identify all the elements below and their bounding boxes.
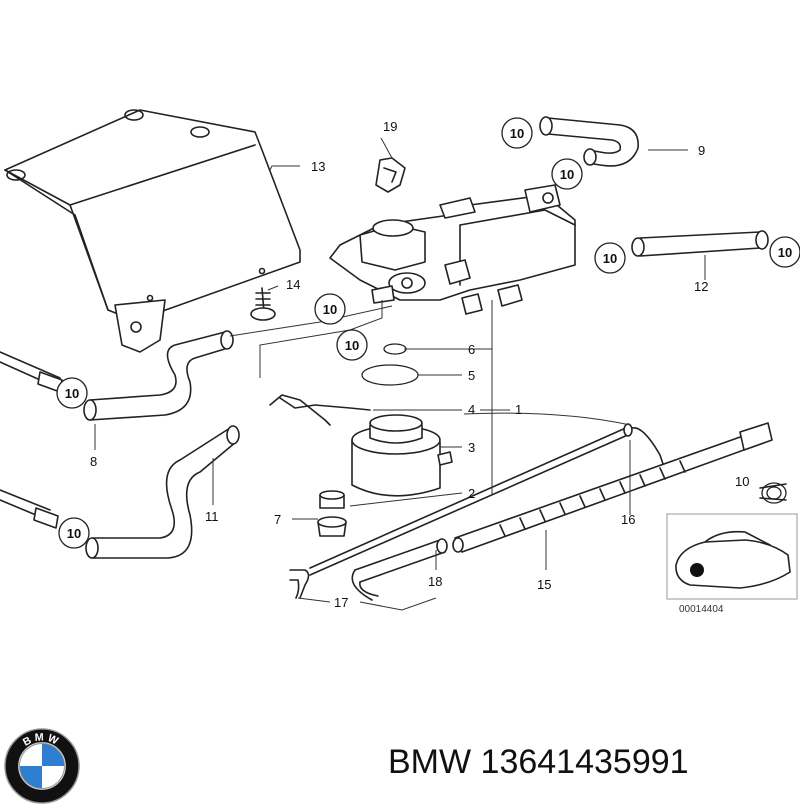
hose-17 bbox=[289, 569, 310, 599]
tube-15 bbox=[452, 422, 773, 553]
label-16: 16 bbox=[621, 512, 635, 527]
callout-10-g: 10 bbox=[56, 377, 88, 409]
regulator-3 bbox=[351, 414, 453, 497]
callout-10-a: 10 bbox=[501, 117, 533, 149]
svg-text:10: 10 bbox=[560, 167, 574, 182]
label-12: 12 bbox=[694, 279, 708, 294]
label-9: 9 bbox=[698, 143, 705, 158]
label-19: 19 bbox=[383, 119, 397, 134]
callout-10-c: 10 bbox=[594, 242, 626, 274]
label-3: 3 bbox=[468, 440, 475, 455]
valve-assembly bbox=[329, 184, 576, 315]
svg-text:10: 10 bbox=[603, 251, 617, 266]
hose-8 bbox=[83, 330, 234, 421]
svg-text:10: 10 bbox=[67, 526, 81, 541]
callout-10-b: 10 bbox=[551, 158, 583, 190]
label-7: 7 bbox=[274, 512, 281, 527]
label-8: 8 bbox=[90, 454, 97, 469]
svg-text:BMW: BMW bbox=[21, 731, 63, 748]
part-caption: BMW 13641435991 bbox=[388, 740, 788, 784]
clamp-10-inset bbox=[759, 482, 787, 504]
label-18: 18 bbox=[428, 574, 442, 589]
hose-9 bbox=[539, 116, 639, 167]
svg-text:10: 10 bbox=[65, 386, 79, 401]
label-4: 4 bbox=[468, 402, 475, 417]
image-code: 00014404 bbox=[679, 604, 724, 615]
label-14: 14 bbox=[286, 277, 300, 292]
svg-text:10: 10 bbox=[323, 302, 337, 317]
ring-5 bbox=[361, 364, 419, 386]
label-6: 6 bbox=[468, 342, 475, 357]
svg-text:10: 10 bbox=[778, 245, 792, 260]
bracket-13 bbox=[4, 109, 301, 353]
oring-6 bbox=[383, 343, 407, 355]
svg-text:10: 10 bbox=[510, 126, 524, 141]
clip-19 bbox=[375, 157, 406, 193]
hose-18 bbox=[351, 538, 448, 601]
callout-10-inset: 10 bbox=[735, 474, 749, 489]
car-inset bbox=[666, 513, 798, 600]
screw-14 bbox=[250, 287, 276, 321]
callout-10-h: 10 bbox=[58, 517, 90, 549]
svg-text:10: 10 bbox=[345, 338, 359, 353]
grommet-7 bbox=[317, 490, 347, 537]
label-17: 17 bbox=[334, 595, 348, 610]
bmw-logo: BMW bbox=[4, 728, 80, 804]
callout-10-d: 10 bbox=[769, 236, 800, 268]
caption-brand: BMW bbox=[388, 743, 472, 781]
hose-11 bbox=[85, 425, 240, 559]
callout-10-e: 10 bbox=[314, 293, 346, 325]
caption-part-number: 13641435991 bbox=[480, 743, 689, 781]
label-15: 15 bbox=[537, 577, 551, 592]
label-13: 13 bbox=[311, 159, 325, 174]
clip-4 bbox=[269, 394, 371, 426]
line-16 bbox=[309, 423, 666, 576]
hose-12 bbox=[631, 230, 769, 257]
label-5: 5 bbox=[468, 368, 475, 383]
label-11: 11 bbox=[205, 509, 219, 524]
callout-10-f: 10 bbox=[336, 329, 368, 361]
label-1: 1 bbox=[515, 402, 522, 417]
label-2: 2 bbox=[468, 486, 475, 501]
leader-lines bbox=[94, 137, 706, 611]
cables-left bbox=[0, 351, 63, 529]
